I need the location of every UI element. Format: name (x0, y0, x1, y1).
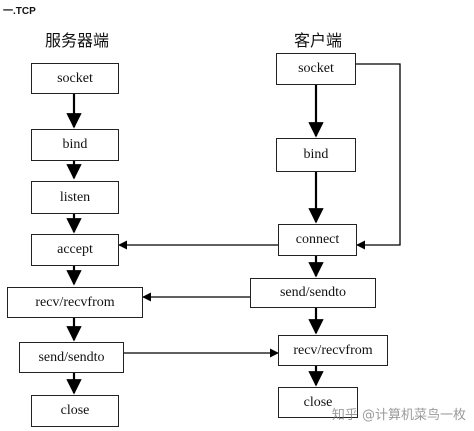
server-recv-box: recv/recvfrom (7, 287, 143, 318)
client-column-label: 客户端 (294, 31, 343, 50)
server-listen-box: listen (31, 181, 119, 214)
client-recv-box: recv/recvfrom (278, 335, 388, 366)
client-connect-box: connect (278, 224, 357, 256)
client-close-box: close (278, 387, 358, 418)
client-send-box: send/sendto (250, 278, 376, 308)
server-socket-box: socket (31, 63, 119, 94)
arrow-client-socket-loop-connect (356, 63, 401, 250)
watermark: 知乎 @计算机菜鸟一枚 (331, 408, 466, 423)
client-bind-box: bind (276, 138, 356, 172)
client-socket-box: socket (276, 53, 356, 85)
diagram-title: 一.TCP (3, 6, 36, 17)
server-column-label: 服务器端 (45, 31, 110, 50)
server-bind-box: bind (31, 129, 119, 161)
server-accept-box: accept (31, 234, 119, 266)
server-send-box: send/sendto (19, 342, 124, 373)
server-close-box: close (31, 395, 119, 427)
